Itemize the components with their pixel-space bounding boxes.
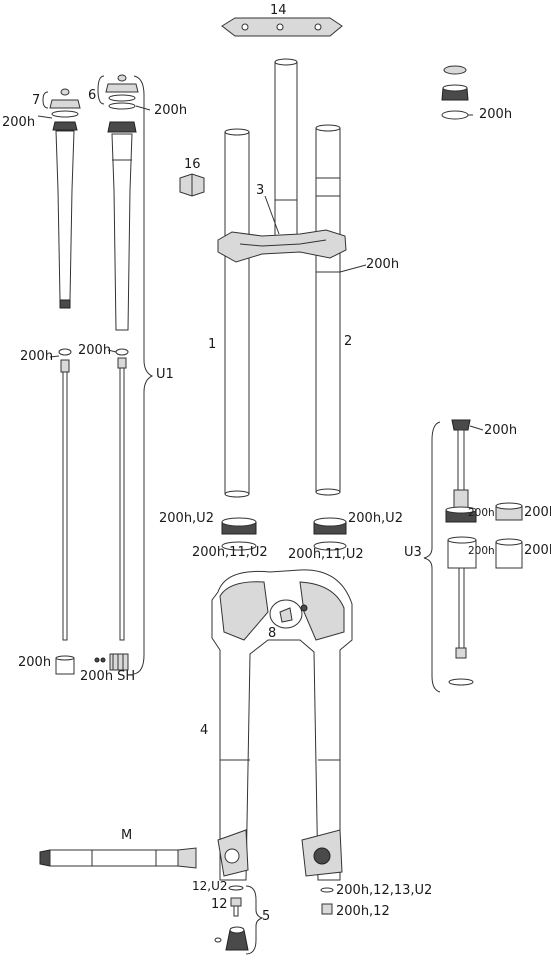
callout-200h-right-cartridge: 200h: [154, 103, 188, 118]
callout-200h-right-lower: 200h: [78, 343, 112, 358]
callout-200h-headset: 200h: [479, 107, 513, 122]
callout-7: 7: [32, 93, 41, 108]
brace-6: [97, 75, 105, 105]
callout-200h-12-13-u2: 200h,12,13,U2: [336, 883, 433, 898]
callout-200h-left-cartridge: 200h: [2, 115, 36, 130]
part-6-right-cartridge: [105, 74, 139, 641]
callout-16: 16: [184, 157, 201, 172]
part-7-left-cartridge: [49, 88, 81, 641]
callout-200h-u3-bushing-small: 200h: [468, 545, 495, 557]
callout-14: 14: [270, 3, 287, 18]
callout-200h-sh: 200h SH: [80, 669, 136, 684]
callout-u1: U1: [156, 367, 174, 382]
callout-200h-u3-bushing: 200h: [524, 543, 551, 558]
callout-200h-11-u2-right: 200h,11,U2: [288, 547, 364, 562]
callout-6: 6: [88, 88, 97, 103]
callout-1: 1: [208, 337, 217, 352]
callout-3: 3: [256, 183, 265, 198]
callout-12-u2: 12,U2: [192, 879, 228, 893]
part-2-right-stanchion: [315, 124, 367, 496]
part-8-bracket: [269, 599, 308, 629]
callout-200h-u3-seal-small: 200h: [468, 507, 495, 519]
callout-200h-stanchion: 200h: [366, 257, 400, 272]
callout-200h-u3-seal: 200h: [524, 505, 551, 520]
callout-200h-left-lower: 200h: [20, 349, 54, 364]
callout-200h-11-u2-left: 200h,11,U2: [192, 545, 268, 560]
part-16-nut: [179, 173, 205, 197]
part-4-lowers: [211, 569, 353, 881]
part-1-left-stanchion: [224, 128, 250, 498]
part-5-bolts: [214, 885, 334, 951]
callout-8: 8: [268, 626, 277, 641]
callout-4: 4: [200, 723, 209, 738]
headset-parts: [441, 65, 469, 120]
callout-2: 2: [344, 334, 353, 349]
callout-200h-u3-top: 200h: [484, 423, 518, 438]
brace-5: [245, 885, 264, 955]
part-3-steerer: [264, 58, 298, 243]
callout-m: M: [121, 828, 133, 843]
callout-200h-lower-bushing: 200h: [18, 655, 52, 670]
lower-small-parts: [55, 653, 129, 675]
crown: [217, 229, 347, 263]
callout-200h-12: 200h,12: [336, 904, 390, 919]
callout-200h-u2-left: 200h,U2: [159, 511, 214, 526]
seal-right: [313, 517, 347, 551]
callout-12: 12: [211, 897, 228, 912]
u3-brace: [423, 421, 441, 693]
part-m-axle: [39, 847, 197, 869]
u1-brace: [133, 75, 154, 675]
part-u3-assembly: [445, 419, 523, 686]
callout-u3: U3: [404, 545, 422, 560]
brace-7: [42, 91, 49, 109]
callout-200h-u2-right: 200h,U2: [348, 511, 403, 526]
part-14-top-cap: [221, 17, 343, 37]
seal-left: [221, 517, 257, 551]
callout-5: 5: [262, 909, 271, 924]
